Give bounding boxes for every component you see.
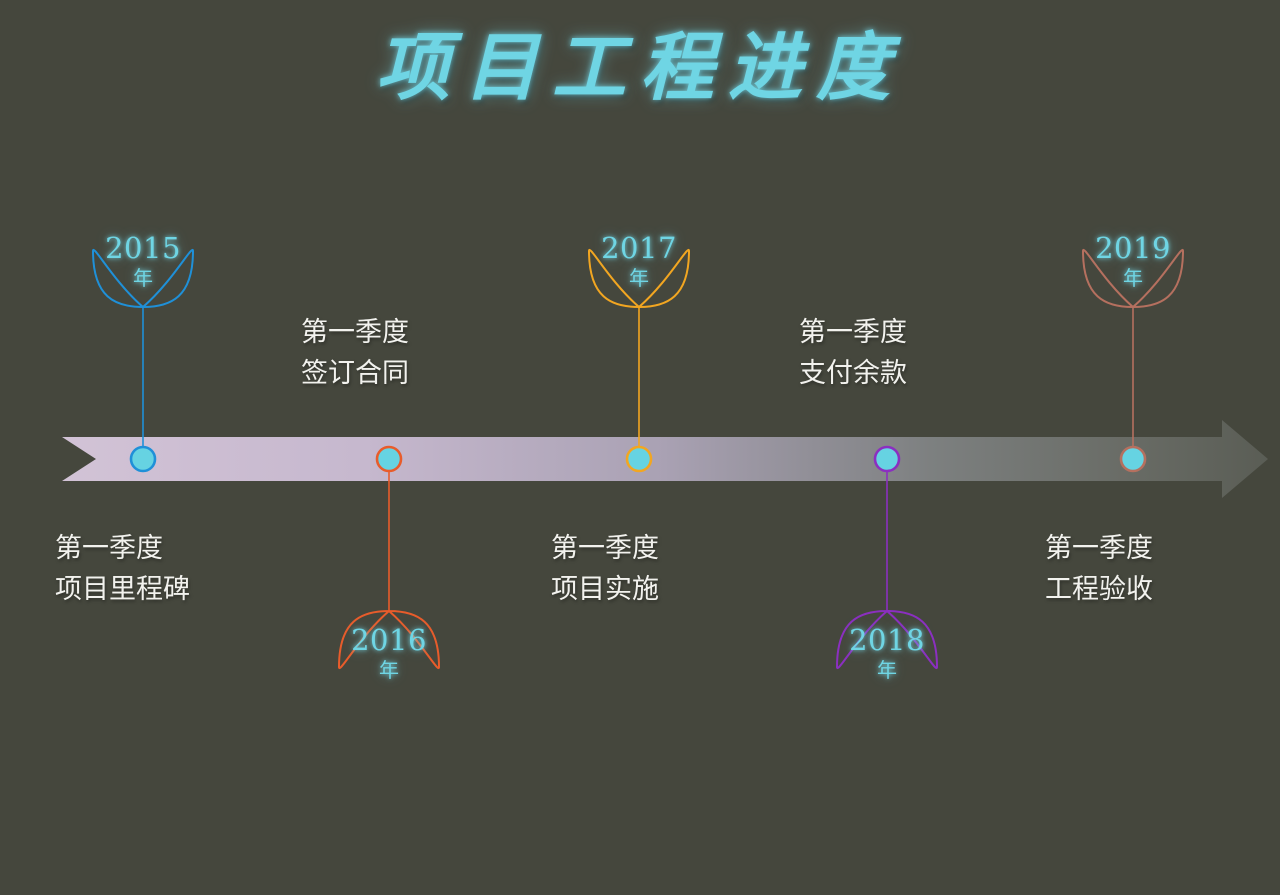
timeline-arrow-bar — [62, 420, 1268, 498]
year-balloon-2019[interactable] — [1081, 248, 1185, 309]
timeline-dot-2018[interactable] — [873, 445, 901, 473]
year-balloon-2018[interactable] — [835, 609, 939, 670]
year-balloon-2015[interactable] — [91, 248, 195, 309]
milestone-caption-2017: 第一季度项目实施 — [551, 528, 659, 610]
timeline-dot-2015[interactable] — [129, 445, 157, 473]
caption-line2-2015: 项目里程碑 — [55, 574, 190, 605]
caption-line1-2017: 第一季度 — [551, 533, 659, 564]
timeline-dot-2016[interactable] — [375, 445, 403, 473]
caption-line2-2018: 支付余款 — [799, 358, 907, 389]
caption-line2-2017: 项目实施 — [551, 574, 659, 605]
page-title: 项目工程进度 — [376, 25, 904, 111]
year-balloon-2017[interactable] — [587, 248, 691, 309]
caption-line1-2015: 第一季度 — [55, 533, 163, 564]
caption-line1-2016: 第一季度 — [301, 317, 409, 348]
milestone-caption-2019: 第一季度工程验收 — [1045, 528, 1153, 610]
milestone-caption-2015: 第一季度项目里程碑 — [55, 528, 190, 610]
year-balloon-2016[interactable] — [337, 609, 441, 670]
timeline-dot-2019[interactable] — [1119, 445, 1147, 473]
caption-line2-2019: 工程验收 — [1045, 574, 1153, 605]
caption-line1-2019: 第一季度 — [1045, 533, 1153, 564]
caption-line1-2018: 第一季度 — [799, 317, 907, 348]
milestone-caption-2016: 第一季度签订合同 — [301, 312, 409, 394]
caption-line2-2016: 签订合同 — [301, 358, 409, 389]
milestone-caption-2018: 第一季度支付余款 — [799, 312, 907, 394]
timeline-dot-2017[interactable] — [625, 445, 653, 473]
